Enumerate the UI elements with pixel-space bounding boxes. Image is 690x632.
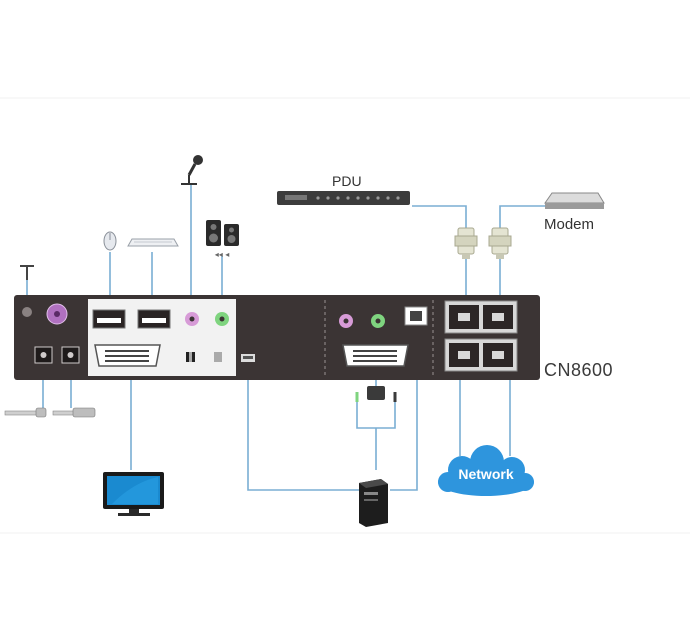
pdu-cable (412, 205, 467, 228)
audio-jack-kvm-hole (375, 318, 381, 324)
pdu-icon (277, 191, 410, 205)
ps2-port-pin (54, 311, 60, 317)
mic-jack-kvm-hole (343, 318, 349, 324)
modem-icon (544, 192, 605, 209)
usb-pc-cable (247, 366, 360, 491)
small-port (214, 352, 222, 362)
kvm-cable-icon (355, 386, 397, 402)
computer-tower-icon (359, 479, 388, 527)
mic-jack-front-hole (189, 316, 195, 322)
network-cloud-icon (438, 445, 534, 496)
microphone-icon (181, 155, 203, 185)
audio-jack-front-hole (219, 316, 225, 322)
mini-usb-port-slot (243, 356, 253, 359)
power-adapter-icon (4, 407, 96, 418)
rj45-port-2-clip (492, 313, 504, 321)
usb-b-port-slot (410, 311, 422, 321)
serial-connector-icon (454, 227, 512, 259)
power-jack-2-pin (67, 352, 74, 358)
usb-a-port-2-tongue (142, 318, 166, 323)
kvm-device-panel (14, 295, 540, 380)
rj45-port-1-clip (458, 313, 470, 321)
keyboard-icon (127, 238, 179, 247)
modem-label: Modem (544, 216, 595, 233)
rj45-port-4-clip (492, 351, 504, 359)
dvi-port-local-pins (105, 350, 149, 362)
network-label: Network (458, 466, 514, 482)
rj45-port-group (444, 300, 518, 372)
monitor-icon (103, 472, 164, 516)
device-model-label: CN8600 (544, 360, 614, 380)
dvi-port-kvm-pins (353, 350, 397, 362)
mouse-icon (103, 231, 117, 251)
usb-a-port-1-tongue (97, 318, 121, 323)
antenna-icon (20, 265, 34, 280)
kvm-cable-split (356, 400, 396, 429)
rj45-port-3-clip (458, 351, 470, 359)
ground-screw (22, 307, 32, 317)
speakers-icon: ◂◂ ◂ (206, 220, 239, 259)
pdu-label: PDU (332, 173, 362, 189)
power-jack-1-pin (40, 352, 47, 358)
dip-switch-lever (189, 352, 192, 362)
svg-text:◂◂ ◂: ◂◂ ◂ (215, 250, 230, 259)
